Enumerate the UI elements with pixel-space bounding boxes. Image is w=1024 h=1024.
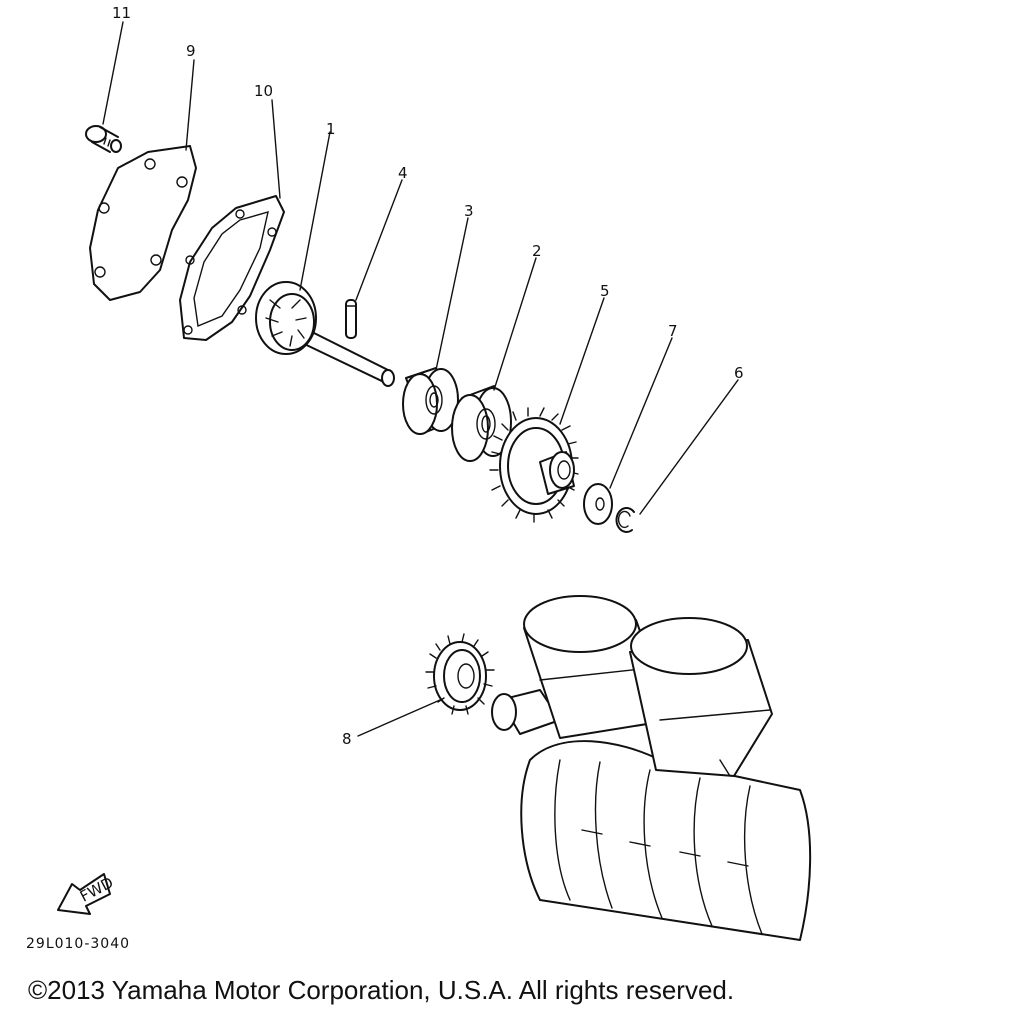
part-3-bearing xyxy=(402,367,459,435)
callout-3: 3 xyxy=(464,202,474,220)
diagram-code: 29L010-3040 xyxy=(26,936,130,952)
part-11-bolt xyxy=(85,125,122,153)
part-9-cover xyxy=(89,145,197,301)
part-4-pin xyxy=(345,299,357,339)
leader-9 xyxy=(185,59,195,151)
callout-7: 7 xyxy=(668,322,678,340)
leader-2 xyxy=(493,257,537,391)
part-1-impeller-shaft xyxy=(255,281,395,387)
callout-8: 8 xyxy=(342,730,352,748)
leader-7 xyxy=(609,337,673,489)
callout-4: 4 xyxy=(398,164,408,182)
part-6-circlip xyxy=(615,507,635,533)
part-2-bearing xyxy=(451,385,512,462)
fwd-arrow-icon: FWD xyxy=(57,873,116,915)
leader-11 xyxy=(102,21,124,125)
part-7-washer xyxy=(583,483,613,525)
part-8-drive-gear xyxy=(425,633,495,715)
copyright-notice: ©2013 Yamaha Motor Corporation, U.S.A. A… xyxy=(28,975,735,1005)
leader-3 xyxy=(435,217,469,371)
leader-8 xyxy=(357,699,441,737)
part-10-gasket xyxy=(179,195,285,341)
crankshaft-assembly xyxy=(491,595,812,941)
callout-11: 11 xyxy=(112,4,131,22)
callout-2: 2 xyxy=(532,242,542,260)
callout-1: 1 xyxy=(326,120,336,138)
callout-6: 6 xyxy=(734,364,744,382)
callout-9: 9 xyxy=(186,42,196,60)
callout-5: 5 xyxy=(600,282,610,300)
leader-10 xyxy=(271,99,281,199)
leader-1 xyxy=(299,131,331,291)
leader-lines xyxy=(102,21,739,737)
leader-6 xyxy=(639,379,739,515)
leader-5 xyxy=(559,297,605,425)
leader-4 xyxy=(355,179,403,301)
callout-10: 10 xyxy=(254,82,273,100)
part-5-gear xyxy=(489,407,579,523)
